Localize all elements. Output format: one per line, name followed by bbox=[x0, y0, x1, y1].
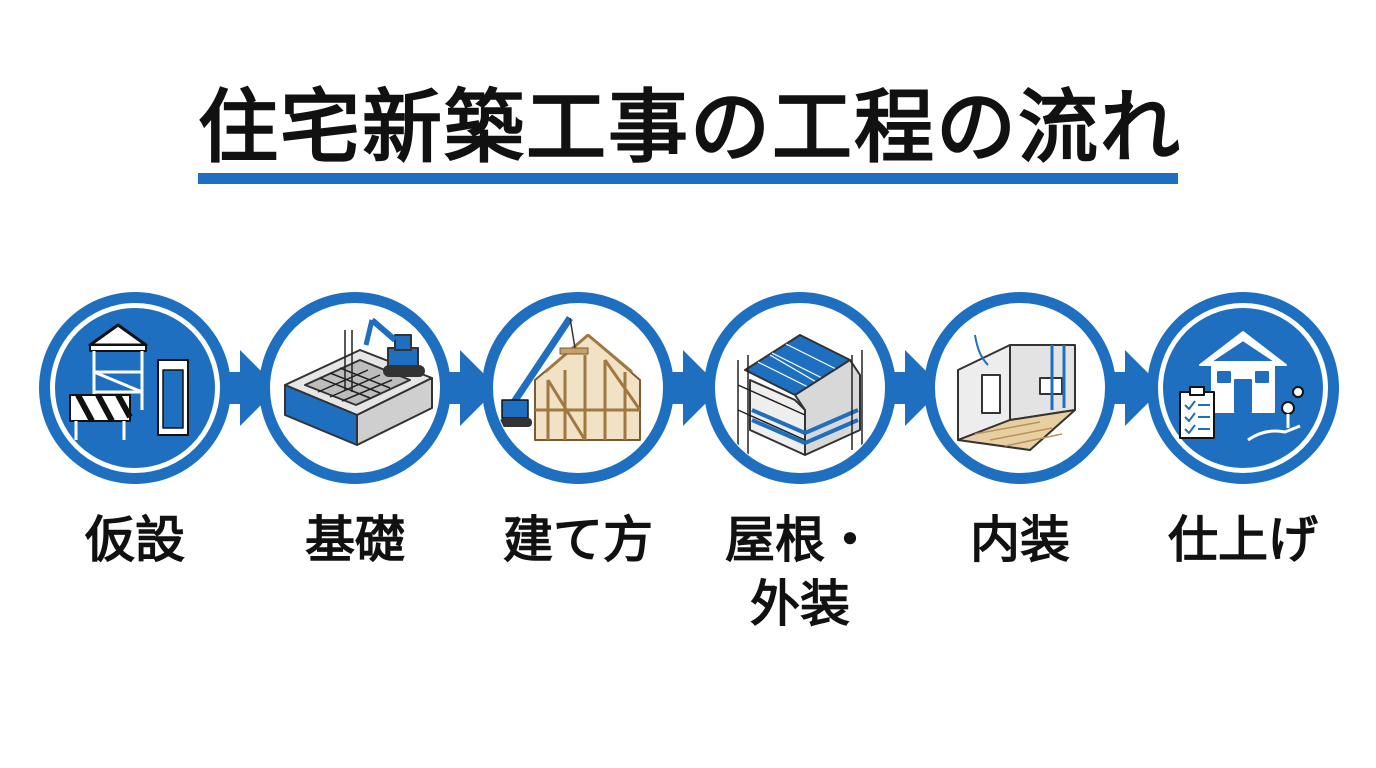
crane-frame-icon bbox=[500, 316, 642, 441]
title-underline bbox=[198, 173, 1178, 184]
temporary-facilities-icon bbox=[69, 323, 189, 440]
flow-arrow bbox=[870, 350, 943, 426]
step-label-kiso: 基礎 bbox=[305, 511, 405, 569]
step-label-kasetsu: 仮設 bbox=[85, 511, 185, 569]
flow-arrow bbox=[425, 350, 498, 426]
step-kasetsu bbox=[39, 292, 231, 484]
flow-arrow bbox=[205, 350, 278, 426]
flow-arrows bbox=[205, 350, 1163, 426]
step-kiso bbox=[259, 292, 451, 484]
flow-arrow bbox=[648, 350, 721, 426]
step-naisou bbox=[924, 292, 1116, 484]
step-label-yane-gaisou: 屋根・ 外装 bbox=[700, 508, 900, 636]
roof-scaffold-icon bbox=[737, 334, 863, 456]
step-yane-gaisou bbox=[704, 292, 896, 484]
step-shiage bbox=[1147, 292, 1339, 484]
flow-arrow bbox=[1090, 350, 1163, 426]
interior-room-icon bbox=[957, 334, 1076, 451]
step-label-line: 外装 bbox=[750, 575, 850, 633]
step-label-tatekata: 建て方 bbox=[503, 511, 653, 569]
diagram-title: 住宅新築工事の工程の流れ bbox=[198, 81, 1182, 174]
foundation-excavator-icon bbox=[284, 317, 433, 446]
step-tatekata bbox=[482, 292, 674, 484]
step-label-line: 屋根・ bbox=[725, 511, 875, 569]
step-label-naisou: 内装 bbox=[970, 511, 1070, 569]
step-label-shiage: 仕上げ bbox=[1168, 511, 1318, 569]
house-handover-icon bbox=[1179, 331, 1304, 442]
